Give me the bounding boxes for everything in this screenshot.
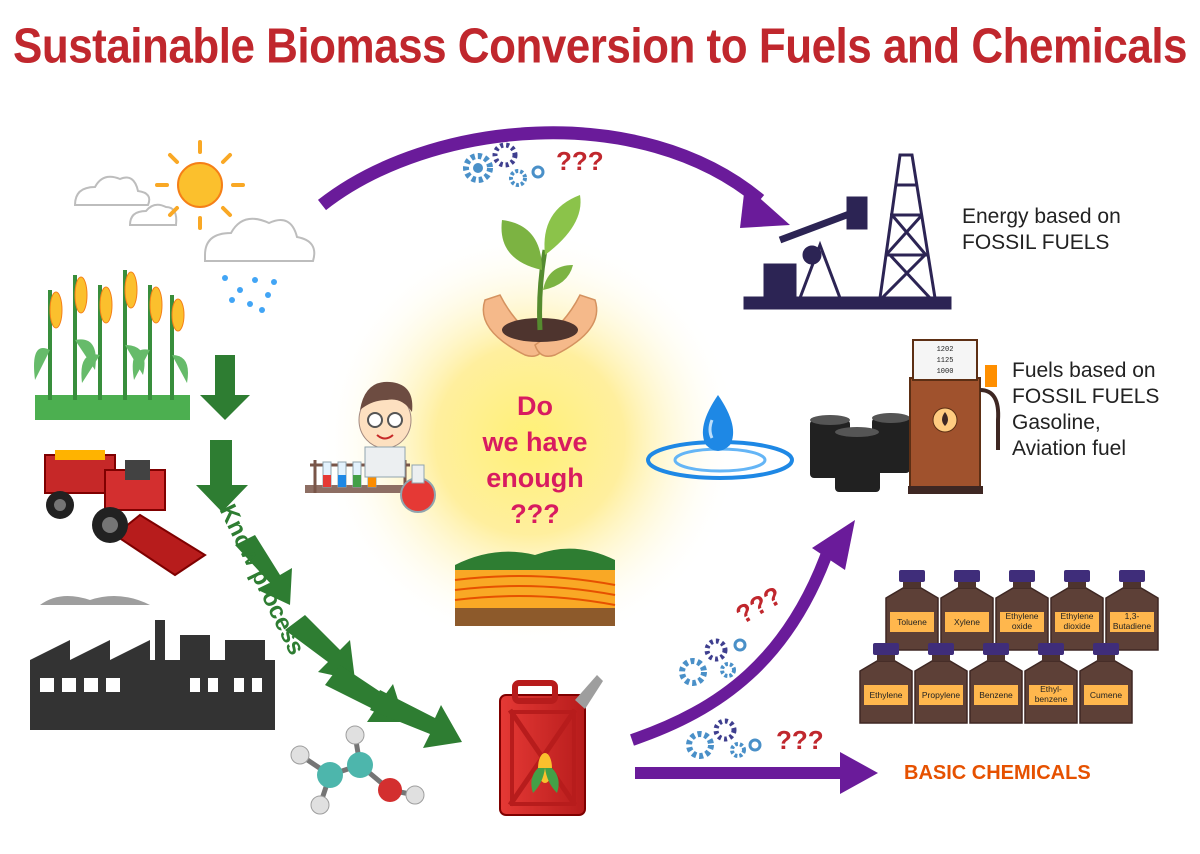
energy-label-line1: Energy based on: [962, 205, 1121, 228]
gas-pump-icon: [908, 339, 1001, 494]
fuels-fossil-label: Fuels based on FOSSIL FUELS Gasoline, Av…: [1012, 358, 1159, 462]
chemical-bottle: [995, 570, 1049, 651]
fuels-label-line3: Gasoline,: [1012, 411, 1101, 434]
clouds-icon: [73, 175, 316, 262]
chemical-bottle: [885, 570, 939, 651]
molecule-icon: [290, 725, 425, 815]
chemical-bottle-label: benzene: [1035, 694, 1068, 704]
chemical-bottle-label: Cumene: [1090, 690, 1122, 700]
chemical-bottle-label: Benzene: [979, 690, 1013, 700]
chemical-bottle: [1105, 570, 1159, 651]
oil-rig-icon: [743, 153, 952, 310]
pump-display-3: 1000: [937, 368, 954, 376]
plant-in-hands-icon: [482, 195, 598, 357]
corn-field-icon: [34, 270, 190, 420]
top-purple-arrowhead: [740, 185, 790, 228]
oil-barrels-icon: [810, 413, 910, 492]
chemical-bottle-label: Butadiene: [1113, 621, 1152, 631]
fuels-label-line1: Fuels based on: [1012, 359, 1156, 382]
factory-icon: [30, 596, 275, 730]
gears-icon-top: [463, 142, 545, 187]
pump-display-2: 1125: [937, 357, 954, 365]
center-question-line3: enough ???: [486, 463, 584, 529]
center-question-line2: we have: [482, 427, 588, 457]
chemicals-purple-arrowhead: [840, 752, 878, 794]
chemical-bottle-label: oxide: [1012, 621, 1033, 631]
farmland-icon: [454, 548, 616, 626]
fuels-purple-arrow: [630, 543, 836, 746]
chemicals-purple-arrow: [635, 767, 845, 779]
rain-drops-icon: [222, 275, 277, 313]
gears-icon-chemicals: [686, 718, 762, 759]
chemical-bottle: [859, 643, 913, 724]
chemical-bottle-label: Ethylene: [1060, 611, 1093, 621]
fuel-can-icon: [499, 675, 603, 816]
chemical-bottle-label: dioxide: [1064, 621, 1091, 631]
sun-glow: [320, 230, 740, 650]
chemical-bottle-label: Ethylene: [869, 690, 902, 700]
top-purple-arrow: [317, 126, 765, 211]
chemicals-question-marks: ???: [776, 725, 824, 755]
center-question-line1: Do: [517, 391, 553, 421]
center-question: Do we have enough ???: [470, 388, 600, 532]
chemical-bottle-label: Toluene: [897, 617, 927, 627]
pump-display-1: 1202: [937, 346, 954, 354]
gears-icon-fuels: [679, 638, 747, 686]
basic-chemicals-label: BASIC CHEMICALS: [904, 762, 1091, 784]
energy-fossil-label: Energy based on FOSSIL FUELS: [962, 204, 1121, 256]
chemical-bottle: [1050, 570, 1104, 651]
sun-icon: [155, 140, 245, 230]
top-question-marks: ???: [556, 146, 604, 176]
chemical-bottle-label: Propylene: [922, 690, 961, 700]
chemical-bottle-label: Ethylene: [1005, 611, 1038, 621]
green-process-arrows: [196, 355, 462, 748]
energy-label-line2: FOSSIL FUELS: [962, 231, 1110, 254]
fuels-label-line2: FOSSIL FUELS: [1012, 385, 1160, 408]
page-title: Sustainable Biomass Conversion to Fuels …: [12, 19, 1188, 74]
fuels-purple-arrowhead: [812, 520, 855, 570]
chemical-bottle: [1079, 643, 1133, 724]
chemical-bottle-label: Xylene: [954, 617, 980, 627]
fuels-label-line4: Aviation fuel: [1012, 437, 1127, 460]
chemical-bottle: [969, 643, 1023, 724]
chemical-bottle: [914, 643, 968, 724]
chemical-bottle-label: Ethyl-: [1040, 684, 1062, 694]
chemical-bottle: [1024, 643, 1078, 724]
chemical-bottle-label: 1,3-: [1125, 611, 1140, 621]
chemical-bottle: [940, 570, 994, 651]
scientist-icon: [305, 381, 436, 513]
water-drop-icon: [646, 395, 794, 480]
harvester-icon: [44, 450, 207, 577]
